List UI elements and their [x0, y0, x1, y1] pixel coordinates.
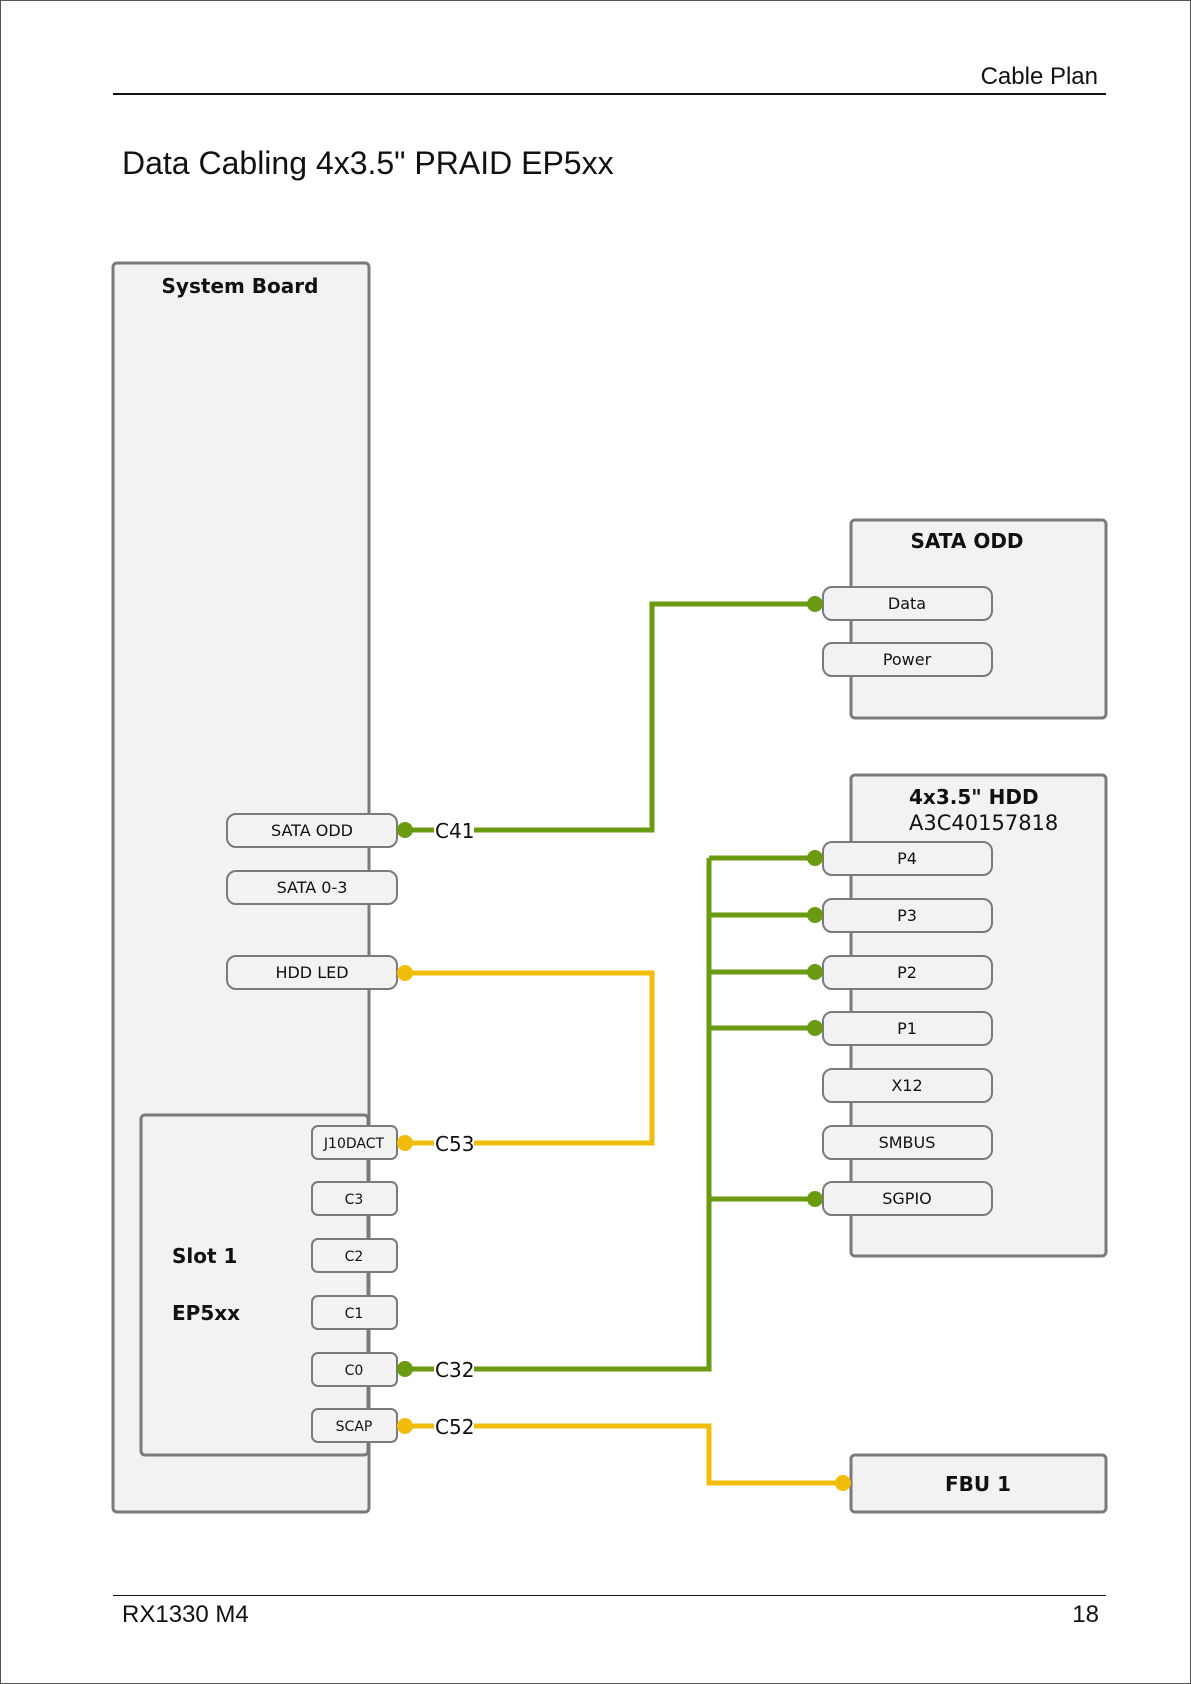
port-odd-power-label: Power [883, 650, 932, 669]
connector-dot-j10dact [397, 1135, 413, 1151]
port-p3-label: P3 [897, 906, 917, 925]
cable-label-c41: C41 [435, 819, 474, 843]
slot-card-label: EP5xx [172, 1301, 240, 1325]
port-sata-0-3-label: SATA 0-3 [277, 878, 348, 897]
connector-dot-c0 [397, 1361, 413, 1377]
cable-c32 [405, 858, 709, 1369]
port-scap-label: SCAP [336, 1419, 373, 1435]
connector-dot-odd-data [807, 596, 823, 612]
footer-page-number: 18 [1072, 1601, 1099, 1629]
connector-dot-p1 [807, 1020, 823, 1036]
port-hdd-led-label: HDD LED [275, 963, 348, 982]
port-c2-label: C2 [345, 1249, 364, 1265]
cable-c53 [405, 973, 652, 1143]
slot-1-label: Slot 1 [172, 1244, 237, 1268]
system-board-title: System Board [162, 274, 319, 298]
port-smbus-label: SMBUS [879, 1133, 936, 1152]
connector-dot-hdd-led [397, 965, 413, 981]
footer-rule [113, 1595, 1106, 1596]
connector-dot-fbu [835, 1475, 851, 1491]
port-c0-label: C0 [345, 1363, 364, 1379]
port-c1-label: C1 [345, 1306, 364, 1322]
cable-label-c32: C32 [435, 1358, 474, 1382]
port-sgpio-label: SGPIO [882, 1189, 932, 1208]
footer-model: RX1330 M4 [122, 1601, 249, 1629]
port-j10dact-label: J10DACT [323, 1136, 385, 1152]
hdd-part-number: A3C40157818 [909, 811, 1058, 835]
cable-label-c53: C53 [435, 1132, 474, 1156]
connector-dot-sb-sata-odd [397, 822, 413, 838]
port-p4-label: P4 [897, 849, 917, 868]
port-p2-label: P2 [897, 963, 917, 982]
fbu-title: FBU 1 [945, 1472, 1011, 1496]
port-p1-label: P1 [897, 1019, 917, 1038]
port-x12-label: X12 [891, 1076, 922, 1095]
port-c3-label: C3 [345, 1192, 364, 1208]
port-sata-odd-label: SATA ODD [271, 821, 353, 840]
connector-dot-scap [397, 1418, 413, 1434]
slot-1-box [141, 1115, 368, 1455]
port-odd-data-label: Data [888, 594, 926, 613]
cable-c41 [405, 604, 815, 830]
connector-dot-p3 [807, 907, 823, 923]
sata-odd-title: SATA ODD [910, 529, 1023, 553]
connector-dot-p2 [807, 964, 823, 980]
cable-label-c52: C52 [435, 1415, 474, 1439]
hdd-title: 4x3.5" HDD [909, 785, 1039, 809]
connector-dot-sgpio [807, 1191, 823, 1207]
connector-dot-p4 [807, 850, 823, 866]
